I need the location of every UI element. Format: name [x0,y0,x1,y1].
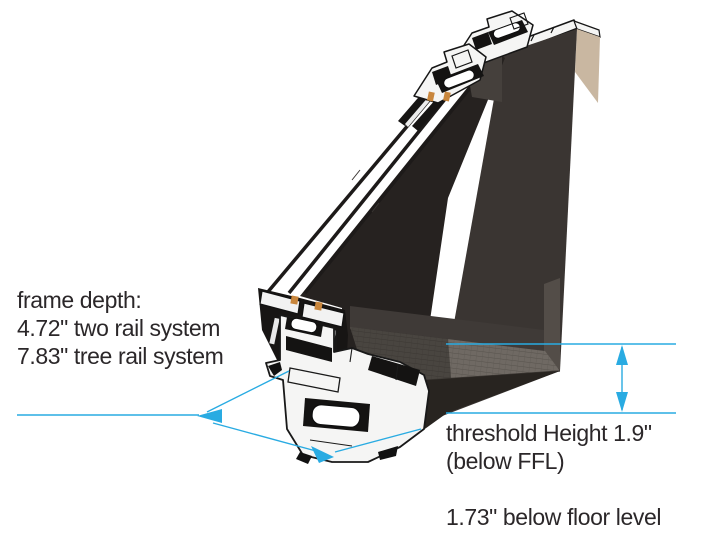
frame-depth-dimension-line [212,422,317,452]
frame-depth-annotation: frame depth: 4.72" two rail system 7.83"… [17,286,224,370]
cut-detail-lines [309,330,399,447]
mid-sash-cut-cluster [398,43,487,131]
hardware-slot [443,69,475,89]
wall-front-face [437,29,577,418]
chamber-outline [287,367,341,393]
gasket [443,91,451,102]
arrowhead-up [616,345,628,365]
frame-depth-line-3: 7.83" tree rail system [17,343,224,369]
glass-pane-3 [303,51,500,295]
foot-hook [268,362,282,376]
hardware-sliver [269,317,280,345]
glass-glints [351,169,380,213]
threshold-height-line-1: threshold Height 1.9" [446,420,652,446]
threshold-height-annotation: threshold Height 1.9" (below FFL) [446,419,652,475]
gasket [427,91,435,102]
frame-depth-line-2: 4.72" two rail system [17,315,221,341]
below-floor-annotation: 1.73" below floor level [446,503,661,531]
threshold-height-line-2: (below FFL) [446,448,565,474]
dimension-arrowheads [197,345,628,463]
gasket [290,295,299,305]
chamber [368,356,420,386]
arrowhead-left [197,409,222,423]
drain-slot [290,317,318,334]
dimension-lines [17,343,676,453]
chamber [286,336,332,362]
track-upstand-face [350,306,544,352]
chamber-outline [451,49,473,69]
threshold-base [350,306,561,431]
cut-bit [259,290,301,315]
chamber [472,32,492,50]
wall-inner-reveal [544,278,560,370]
frame-depth-line-1: frame depth: [17,287,142,313]
foot [378,446,398,460]
gasket [314,301,323,311]
cut-bit [301,302,345,328]
arrowhead-diagonal [311,446,334,463]
arrowhead-down [616,392,628,412]
foot [296,452,312,464]
bottom-slot [311,404,361,428]
threshold-cut-face [265,314,430,464]
wall-side-tan-face [575,29,600,103]
frame-depth-extension-a [206,370,290,413]
below-floor-line: 1.73" below floor level [446,504,662,530]
frame-depth-extension-b [334,428,422,453]
chamber-outline [509,12,529,30]
